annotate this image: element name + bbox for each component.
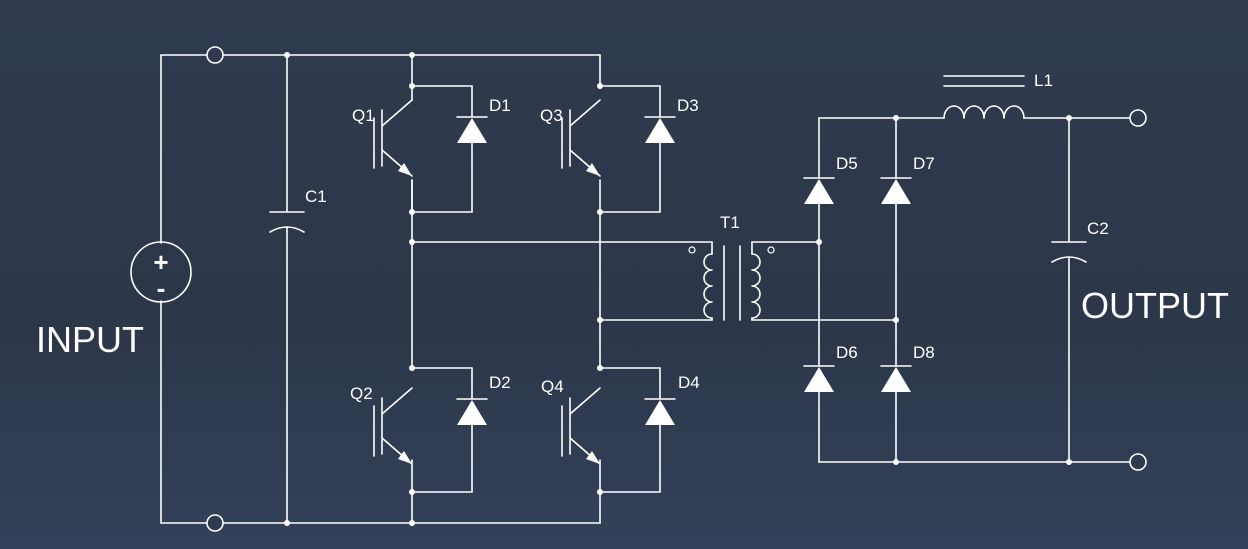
source-plus-sign: +	[153, 247, 168, 277]
q3-igbt	[561, 99, 601, 177]
d1-diode	[456, 116, 488, 144]
rectifier-section: D5 D6 D7 D8 L1 C2 OUTPUT	[803, 71, 1229, 471]
d7-label: D7	[913, 154, 935, 173]
d2-label: D2	[489, 373, 511, 392]
dc-source	[130, 241, 192, 303]
c1-label: C1	[305, 187, 327, 206]
output-terminal-bottom	[1129, 453, 1147, 471]
d1-label: D1	[489, 96, 511, 115]
input-section: + - INPUT C1	[36, 46, 601, 532]
q3-label: Q3	[540, 106, 563, 125]
source-minus-sign: -	[157, 273, 166, 303]
h-bridge: Q1 D1 Q3 D3 Q2 D2 Q4 D4	[350, 52, 713, 526]
d4-label: D4	[678, 373, 700, 392]
q1-label: Q1	[352, 106, 375, 125]
q4-label: Q4	[541, 377, 564, 396]
q1-igbt	[373, 87, 413, 213]
d8-label: D8	[913, 343, 935, 362]
q2-igbt	[373, 387, 413, 465]
input-terminal-bottom	[206, 514, 224, 532]
c2-label: C2	[1087, 219, 1109, 238]
input-label: INPUT	[36, 319, 144, 360]
d2-diode	[456, 398, 488, 426]
d6-label: D6	[836, 343, 858, 362]
output-terminal-top	[1129, 109, 1147, 127]
l1-inductor	[943, 105, 1025, 119]
output-label: OUTPUT	[1081, 285, 1229, 326]
d3-diode	[644, 116, 676, 144]
l1-label: L1	[1034, 71, 1053, 90]
d6-diode	[803, 365, 835, 393]
t1-label: T1	[720, 213, 740, 232]
q4-igbt	[561, 387, 601, 465]
input-terminal-top	[206, 46, 224, 64]
d7-diode	[880, 177, 912, 205]
d4-diode	[644, 398, 676, 426]
d8-diode	[880, 365, 912, 393]
d5-diode	[803, 177, 835, 205]
transformer-t1: T1	[688, 213, 897, 321]
q2-label: Q2	[350, 384, 373, 403]
d5-label: D5	[836, 154, 858, 173]
d3-label: D3	[677, 96, 699, 115]
